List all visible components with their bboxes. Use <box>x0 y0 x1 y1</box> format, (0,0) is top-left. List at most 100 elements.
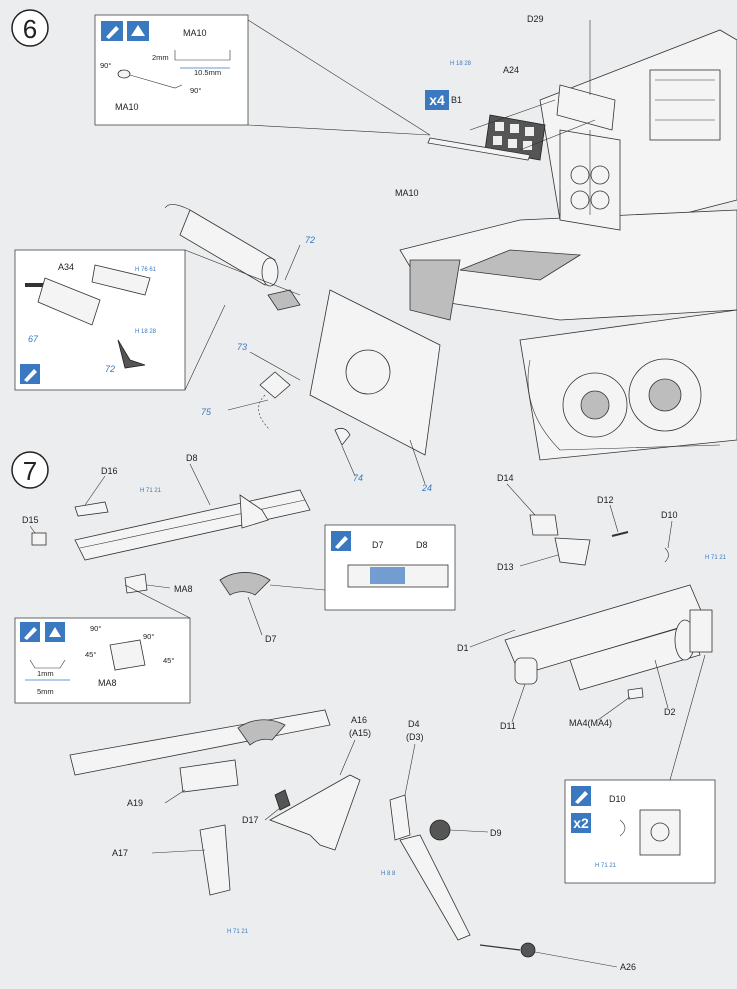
ref-h1828-b: H 18 28 <box>135 329 157 335</box>
label-d15: D15 <box>22 515 39 525</box>
step-6-number: 6 <box>23 14 37 44</box>
qty-badge-2: x2 <box>571 813 591 833</box>
label-d2: D2 <box>664 707 676 717</box>
glue-icon <box>101 21 123 41</box>
svg-text:x2: x2 <box>573 815 589 831</box>
part-d9 <box>429 819 451 841</box>
angle-90-a: 90° <box>100 61 111 70</box>
dim-10-5mm: 10.5mm <box>194 68 221 77</box>
gear-bracket <box>239 494 269 529</box>
part-d10 <box>664 547 669 563</box>
angle-90-b: 90° <box>190 86 201 95</box>
part-d15 <box>31 532 47 546</box>
angle-45-b: 45° <box>163 656 174 665</box>
label-a17: A17 <box>112 848 128 858</box>
label-b1: B1 <box>451 95 462 105</box>
angle-90-c: 90° <box>90 624 101 633</box>
glue-icon-5 <box>571 786 591 806</box>
label-73: 73 <box>237 342 247 352</box>
label-ma10-main: MA10 <box>395 188 419 198</box>
muffler-assembly <box>164 204 301 311</box>
end-block <box>689 609 713 653</box>
label-a34: A34 <box>58 262 74 272</box>
dim-5mm: 5mm <box>37 687 54 696</box>
part-72-drawing <box>117 339 146 369</box>
muffler-drawing <box>37 277 101 326</box>
svg-text:x4: x4 <box>429 92 445 108</box>
angle-45-a: 45° <box>85 650 96 659</box>
label-24: 24 <box>421 483 432 493</box>
label-72-box: 72 <box>105 364 115 374</box>
label-d4: D4 <box>408 719 420 729</box>
label-74: 74 <box>353 473 363 483</box>
part-73 <box>259 371 291 399</box>
label-d16: D16 <box>101 466 118 476</box>
label-d29: D29 <box>527 14 544 24</box>
label-box-d8: D8 <box>416 540 428 550</box>
part-d7 <box>219 572 271 596</box>
ref-h7121-c: H 71 21 <box>595 863 617 869</box>
label-d10: D10 <box>661 510 678 520</box>
label-d13: D13 <box>497 562 514 572</box>
part-d17 <box>274 789 291 811</box>
ref-h88: H 8 8 <box>381 871 396 877</box>
ref-h1828-a: H 18 28 <box>450 61 472 67</box>
dim-1mm: 1mm <box>37 669 54 678</box>
part-a26-rod <box>479 944 521 951</box>
label-d12: D12 <box>597 495 614 505</box>
part-d16 <box>74 501 109 517</box>
part-ma8 <box>124 573 148 594</box>
label-72: 72 <box>305 235 315 245</box>
cut-tool-icon-2 <box>45 622 65 642</box>
part-ma10 <box>427 137 531 161</box>
assembly-leaders <box>469 20 596 215</box>
label-a26: A26 <box>620 962 636 972</box>
spare-wheel-hub <box>345 349 391 395</box>
qty-badge-4: x4 <box>425 90 449 110</box>
ma10-rod-drawing <box>174 50 231 61</box>
ref-h7121-b: H 71 21 <box>705 555 727 561</box>
part-b1 <box>484 114 546 161</box>
part-d2 <box>569 624 701 691</box>
ref-h7121-d: H 71 21 <box>227 929 249 935</box>
step-6-badge <box>11 9 49 47</box>
label-d3: (D3) <box>406 732 424 742</box>
dim-2mm: 2mm <box>152 53 169 62</box>
ref-h7121-a: H 71 21 <box>140 488 162 494</box>
label-ma8-box: MA8 <box>98 678 117 688</box>
label-box-d7: D7 <box>372 540 384 550</box>
part-a24 <box>556 84 616 131</box>
part-d11 <box>514 657 538 685</box>
part-ma4 <box>627 687 644 700</box>
step-7-badge <box>11 451 49 489</box>
gun-barrel <box>399 834 471 941</box>
part-a16 <box>269 774 361 851</box>
label-d14: D14 <box>497 473 514 483</box>
label-d7: D7 <box>265 634 277 644</box>
part-a17 <box>199 824 231 896</box>
label-67: 67 <box>28 334 39 344</box>
part-d12 <box>611 531 629 537</box>
label-ma10-box: MA10 <box>183 28 207 38</box>
step-7-number: 7 <box>23 456 37 486</box>
part-a26 <box>520 942 536 958</box>
ma8-detail-box <box>14 617 191 704</box>
part-d13 <box>554 537 591 566</box>
label-a16: A16 <box>351 715 367 725</box>
cut-tool-icon <box>127 21 149 41</box>
glue-icon-3 <box>331 531 351 551</box>
glue-icon-2 <box>20 364 40 384</box>
part-a34 <box>91 264 151 296</box>
leader-box <box>247 19 431 136</box>
angle-90-d: 90° <box>143 632 154 641</box>
label-d17: D17 <box>242 815 259 825</box>
part-a19 <box>179 759 239 793</box>
label-d1: D1 <box>457 643 469 653</box>
label-a15: (A15) <box>349 728 371 738</box>
label-ma8: MA8 <box>174 584 193 594</box>
label-ma10-box2: MA10 <box>115 102 139 112</box>
label-d9: D9 <box>490 828 502 838</box>
gear-rack <box>370 567 405 584</box>
